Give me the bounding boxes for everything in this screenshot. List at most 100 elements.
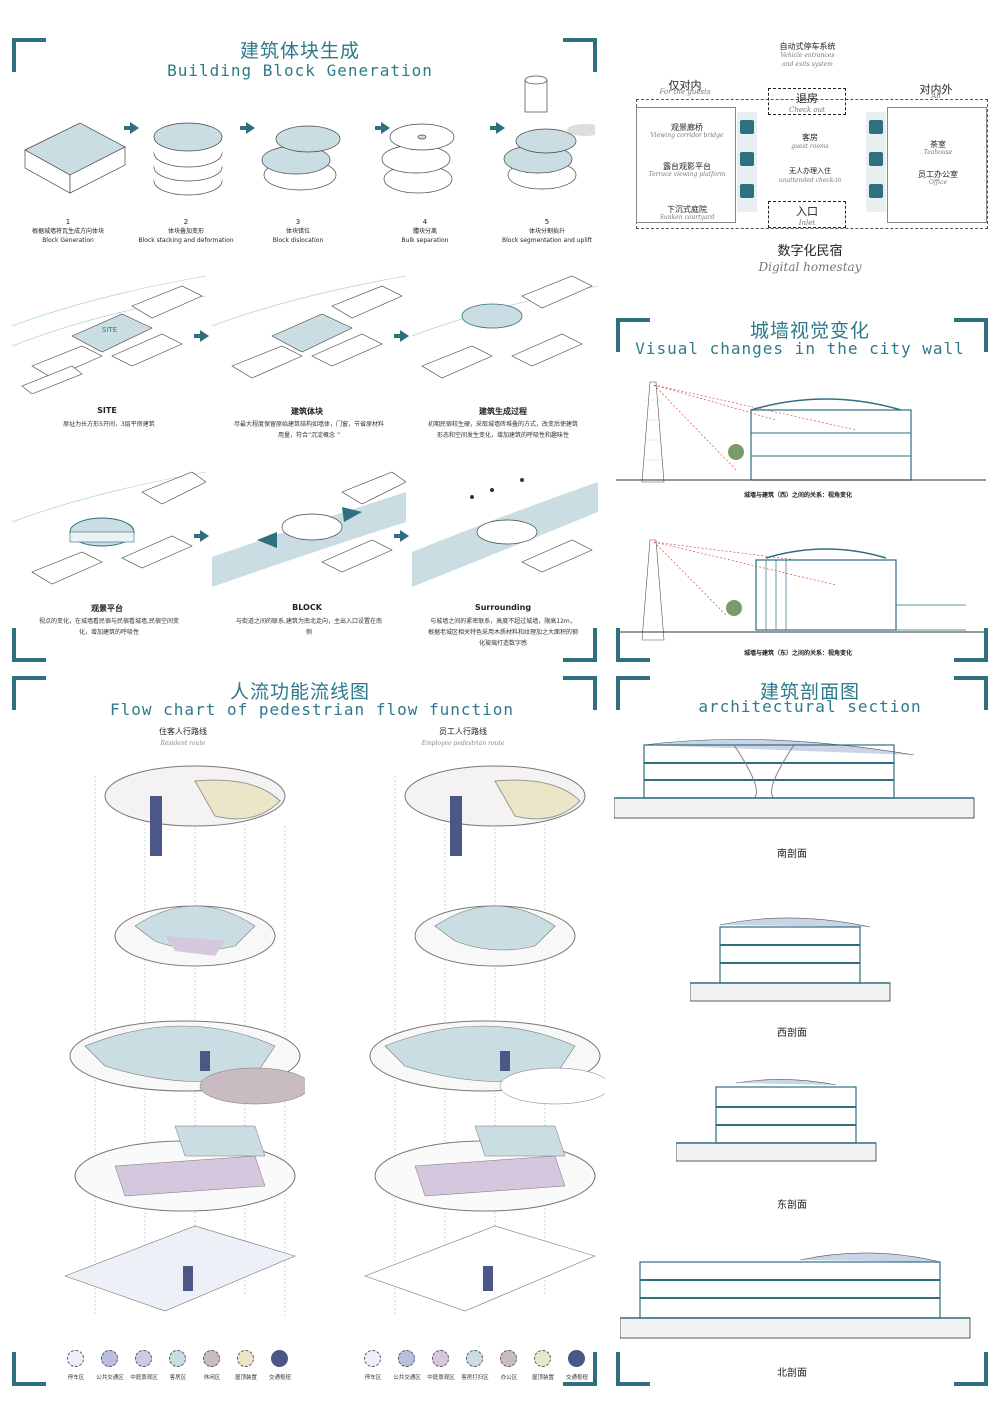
wall-east-drawing xyxy=(616,539,986,641)
wall-title-en: Visual changes in the city wall xyxy=(635,339,965,358)
auto-park-cn: 自动式停车系统 xyxy=(779,42,836,51)
frame-corner xyxy=(563,676,597,710)
all-cn: 对内外 xyxy=(919,83,953,96)
frame-corner xyxy=(616,628,650,662)
site-panel-2 xyxy=(212,266,406,394)
legend-swatch xyxy=(364,1350,381,1367)
employee-route-en: Employee pedestrian route xyxy=(421,740,505,747)
step-arrow xyxy=(240,122,255,134)
east-section-caption: 东剖面 xyxy=(777,1200,807,1211)
frame-corner xyxy=(954,676,988,710)
site-panel-6 xyxy=(412,462,598,590)
step3-discs xyxy=(261,125,341,191)
step-arrow xyxy=(124,122,139,134)
flow-title-en: Flow chart of pedestrian flow function xyxy=(110,700,515,719)
inlet-box: 入口 Inlet xyxy=(768,201,846,228)
wall-caption-west: 城墙与建筑（西）之间的关系：视角变化 xyxy=(743,492,852,499)
panel-arrow xyxy=(394,330,409,342)
legend-label: 公共交通区 xyxy=(393,1375,421,1381)
resident-route-en: Resident route xyxy=(160,740,206,747)
south-section-drawing xyxy=(614,739,975,819)
panel-desc-1: 原址为长方形5开间，3层平房建筑 xyxy=(63,421,155,428)
guest-only-box: 观景廊桥 Viewing corridor bridge 露台观影平台 Terr… xyxy=(636,107,736,223)
legend-swatch xyxy=(67,1350,84,1367)
frame-corner xyxy=(954,318,988,352)
panel-arrow xyxy=(394,530,409,542)
south-section-caption: 南剖面 xyxy=(777,849,807,860)
section-title-cn: 建筑剖面图 xyxy=(759,681,860,703)
legend-label: 客房打扫区 xyxy=(461,1375,489,1381)
panel-desc-4: 视点的变化，在城墙看民宿与民宿看城墙,民宿空间变化，增加建筑的呼吸性 xyxy=(39,618,179,636)
guests-en: For the guests xyxy=(659,88,711,96)
resident-axonometric xyxy=(64,765,305,1316)
step1-block xyxy=(24,122,126,194)
frame-corner xyxy=(616,1352,650,1386)
north-section-drawing xyxy=(620,1252,971,1339)
flow-title-cn: 人流功能流线图 xyxy=(229,681,370,703)
wall-west-drawing xyxy=(616,381,986,483)
item-checkin: 无人办理入住 xyxy=(789,167,831,175)
checkout-en: Check out xyxy=(789,106,825,114)
checkout-cn: 退房 xyxy=(796,92,818,105)
homestay-name-cn: 数字化民宿 xyxy=(777,244,843,259)
homestay-name-en: Digital homestay xyxy=(758,260,862,274)
resident-route-cn: 住客人行路线 xyxy=(159,727,207,736)
legend-label: 屋顶装置 xyxy=(531,1375,554,1381)
frame-corner xyxy=(12,1352,46,1386)
frame-corner xyxy=(12,628,46,662)
west-section-caption: 西剖面 xyxy=(777,1028,807,1039)
block-title-en: Building Block Generation xyxy=(167,61,433,80)
step-arrow xyxy=(375,122,390,134)
site-panel-4 xyxy=(12,462,206,590)
item-viewing-bridge: 观景廊桥 xyxy=(671,123,703,132)
legend-swatch xyxy=(500,1350,517,1367)
legend-label: 停车区 xyxy=(364,1375,382,1381)
pictogram-strip-right xyxy=(866,112,886,212)
item-viewing-bridge-en: Viewing corridor bridge xyxy=(650,132,724,139)
auto-park-en1: Vehicle entrances xyxy=(780,52,835,59)
frame-corner xyxy=(954,1352,988,1386)
item-guest-rooms-en: guest rooms xyxy=(791,143,829,150)
legend-swatch xyxy=(135,1350,152,1367)
site-panel-3 xyxy=(412,266,598,394)
legend-label: 交通枢纽 xyxy=(268,1375,291,1381)
auto-park-en2: and exits system xyxy=(782,61,833,68)
block-steps-illustration xyxy=(24,75,595,196)
people-icon xyxy=(740,184,754,198)
wall-title-cn: 城墙视觉变化 xyxy=(749,320,870,342)
site-panel-1: SITE xyxy=(12,266,206,394)
employee-route-cn: 员工人行路线 xyxy=(439,727,487,736)
frame-corner xyxy=(12,38,46,72)
east-section-drawing xyxy=(676,1079,877,1162)
item-guest-rooms: 客房 xyxy=(802,133,818,142)
people-icon xyxy=(869,184,883,198)
panel-desc-2: 尽最大程度保留原始建筑结构如墙体，门窗，节省原材料用量，符合”沉淀概念 ” xyxy=(234,421,385,439)
panel-title-6: Surrounding xyxy=(474,603,532,612)
guests-cn: 仅对内 xyxy=(668,79,702,92)
panel-title-2: 建筑体块 xyxy=(291,407,323,416)
employee-axonometric xyxy=(364,765,605,1316)
item-terrace-en: Terrace viewing platform xyxy=(648,171,726,178)
people-icon xyxy=(740,120,754,134)
frame-corner xyxy=(563,38,597,72)
legend-label: 交通枢纽 xyxy=(565,1375,588,1381)
people-icon xyxy=(869,120,883,134)
item-sunken-en: Sunken courtyard xyxy=(659,214,715,221)
legend-swatch xyxy=(398,1350,415,1367)
step4-discs xyxy=(381,123,455,194)
legend-label: 停车区 xyxy=(67,1375,85,1381)
panel-desc-6: 与城墙之间的紧密联系，高度不超过城墙，限高12m，根据老城区相关特色采用木质材料… xyxy=(428,618,579,647)
step5-discs xyxy=(503,75,595,190)
panel-title-3: 建筑生成过程 xyxy=(479,407,527,416)
legend-swatch xyxy=(203,1350,220,1367)
item-teahouse: 茶室 xyxy=(930,140,946,149)
all-en: All xyxy=(931,92,941,100)
legend-label: 休闲区 xyxy=(203,1375,221,1381)
item-sunken: 下沉式庭院 xyxy=(667,205,707,214)
legend-swatch xyxy=(568,1350,585,1367)
